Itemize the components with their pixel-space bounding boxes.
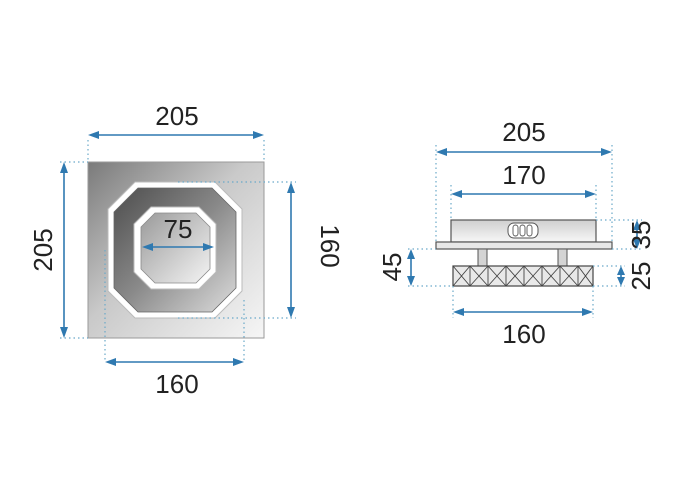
side-overall-width-label: 205 <box>502 117 545 147</box>
dim-arrow <box>142 243 153 251</box>
dim-arrow <box>203 243 214 251</box>
side-top-width-label: 170 <box>502 160 545 190</box>
top-ring-height-label: 160 <box>315 224 345 267</box>
dim-arrow <box>60 327 68 338</box>
dim-arrow <box>601 148 612 156</box>
dim-arrow <box>617 266 625 275</box>
side-view: 205 170 160 45 35 25 <box>377 117 656 349</box>
dim-arrow <box>582 308 593 316</box>
side-switch-slot <box>512 224 519 237</box>
dim-arrow <box>407 276 415 286</box>
dim-arrow <box>585 190 596 198</box>
side-crystal-width-label: 160 <box>502 319 545 349</box>
top-view: 205 205 160 160 75 <box>28 101 345 399</box>
top-ring-width-label: 160 <box>155 369 198 399</box>
dim-arrow <box>436 148 447 156</box>
dim-arrow <box>60 162 68 173</box>
dim-arrow <box>617 277 625 286</box>
dim-arrow <box>253 131 264 139</box>
side-leg <box>557 248 568 267</box>
side-crystal-height-label: 25 <box>626 262 656 291</box>
crystal-pattern <box>452 265 594 287</box>
dim-arrow <box>287 182 295 193</box>
dim-arrow <box>633 220 641 230</box>
side-leg <box>477 248 488 267</box>
dim-arrow <box>407 249 415 259</box>
side-switch-slot <box>526 224 533 237</box>
dim-arrow <box>233 358 244 366</box>
side-base-plate <box>435 241 613 250</box>
top-overall-height-label: 205 <box>28 228 58 271</box>
top-inner-width-label: 75 <box>164 214 193 244</box>
led-ring-inner <box>140 212 211 284</box>
dim-arrow <box>633 239 641 249</box>
side-top-height-label: 35 <box>626 221 656 250</box>
dim-arrow <box>88 131 99 139</box>
side-crystal-strip <box>452 265 594 287</box>
dim-arrow <box>451 190 462 198</box>
dim-arrow <box>287 307 295 318</box>
top-overall-width-label: 205 <box>155 101 198 131</box>
dim-arrow <box>453 308 464 316</box>
side-switch-slot <box>519 224 526 237</box>
dim-arrow <box>105 358 116 366</box>
side-total-height-label: 45 <box>377 253 407 282</box>
